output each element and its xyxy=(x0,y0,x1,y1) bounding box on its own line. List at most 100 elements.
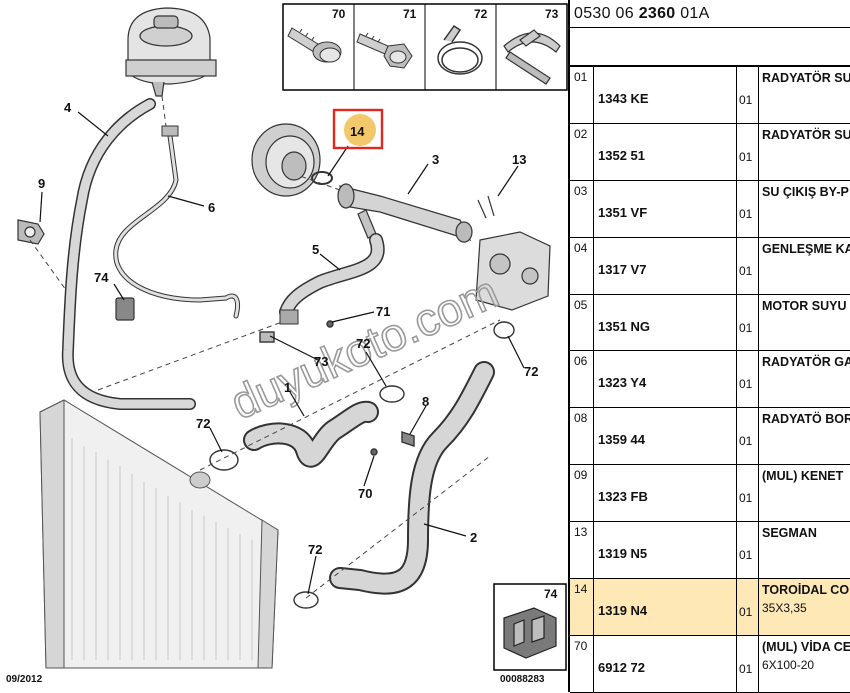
small-fasteners xyxy=(209,320,515,609)
part-description: (MUL) VİDA CE 6X100-20 xyxy=(759,636,850,692)
part-description: (MUL) KENET xyxy=(759,465,850,521)
part-code: 1317 V7 xyxy=(594,237,737,294)
row-index: 09 xyxy=(570,465,594,522)
part-code: 1343 KE xyxy=(594,67,737,123)
part-description: SEGMAN xyxy=(759,522,850,578)
part-description-text: RADYATÖR GA xyxy=(762,355,850,370)
part-description: GENLEŞME KA xyxy=(759,238,850,294)
diagram-code: 00088283 xyxy=(500,674,545,685)
callout-72-left: 72 xyxy=(196,416,210,431)
hose-4 xyxy=(61,98,196,410)
clip-73-icon xyxy=(503,29,561,85)
callout-14: 14 xyxy=(350,124,365,139)
callout-71: 71 xyxy=(376,304,390,319)
part-code: 6912 72 xyxy=(594,635,737,692)
part-description: RADYATÖR GA xyxy=(759,351,850,407)
part-description: RADYATÖR SU xyxy=(759,124,850,180)
hose-1 xyxy=(243,400,379,468)
part-qty: 01 xyxy=(737,237,759,294)
callout-2: 2 xyxy=(470,530,477,545)
hose-2 xyxy=(329,361,495,595)
part-description-text: MOTOR SUYU xyxy=(762,298,847,313)
thermostat-housing xyxy=(475,195,551,311)
screw-71-icon xyxy=(356,32,413,69)
part-qty: 01 xyxy=(737,123,759,180)
part-code: 1323 Y4 xyxy=(594,351,737,408)
part-description-text: RADYATÖR SU xyxy=(762,127,850,142)
hose-6 xyxy=(113,125,241,319)
part-description-text: SEGMAN xyxy=(762,526,817,541)
dashed-leaders xyxy=(29,95,501,599)
callout-73: 73 xyxy=(314,354,328,369)
callout-74-left: 74 xyxy=(94,270,109,285)
water-pipe-3 xyxy=(337,183,473,243)
part-description-text: (MUL) VİDA CE xyxy=(762,639,850,654)
part-description-text: GENLEŞME KA xyxy=(762,241,850,256)
part-description: MOTOR SUYU xyxy=(759,295,850,351)
callout-1: 1 xyxy=(284,380,291,395)
radiator xyxy=(39,399,279,669)
part-qty: 01 xyxy=(737,67,759,123)
reference-suffix: 01A xyxy=(675,5,710,22)
part-qty: 01 xyxy=(737,522,759,579)
thumb-label-70: 70 xyxy=(332,7,346,21)
part-description-text: RADYATÖR SU xyxy=(762,71,850,85)
thumb-label-73: 73 xyxy=(545,7,559,21)
part-qty: 01 xyxy=(737,635,759,692)
part-code: 1319 N4 xyxy=(594,579,737,635)
part-description: RADYATÖ BOR xyxy=(759,408,850,464)
hose-clamp-72-icon xyxy=(437,24,483,75)
row-index: 05 xyxy=(570,294,594,351)
part-code: 1351 VF xyxy=(594,180,737,237)
part-description: SU ÇIKIŞ BY-P xyxy=(759,181,850,237)
part-qty: 01 xyxy=(737,465,759,522)
clip-74 xyxy=(115,297,135,321)
exploded-parts-diagram: 70 71 72 73 xyxy=(6,3,568,685)
part-code: 1352 51 xyxy=(594,123,737,180)
hose-5 xyxy=(279,233,385,325)
row-index: 13 xyxy=(570,522,594,579)
clip-9 xyxy=(17,219,45,245)
callout-labels: 14 3 4 6 9 13 5 74 71 73 72 72 1 8 72 70… xyxy=(38,100,538,557)
part-code: 1323 FB xyxy=(594,465,737,522)
thumb-label-71: 71 xyxy=(403,7,417,21)
callout-9: 9 xyxy=(38,176,45,191)
part-spec: 35X3,35 xyxy=(762,601,807,616)
callout-3: 3 xyxy=(432,152,439,167)
callout-72-upper: 72 xyxy=(356,336,370,351)
row-index: 08 xyxy=(570,408,594,465)
reference-prefix: 0530 06 xyxy=(574,5,639,22)
thumb-label-72: 72 xyxy=(474,7,488,21)
row-index: 03 xyxy=(570,180,594,237)
callout-leaders xyxy=(39,111,525,595)
part-code: 1319 N5 xyxy=(594,522,737,579)
part-description: RADYATÖR SU xyxy=(759,67,850,123)
reference-number: 0530 06 2360 01A xyxy=(570,0,850,28)
callout-6: 6 xyxy=(208,200,215,215)
part-qty: 01 xyxy=(737,294,759,351)
clip-74-icon xyxy=(503,607,557,659)
row-index: 01 xyxy=(570,67,594,123)
part-spec: 6X100-20 xyxy=(762,657,815,672)
callout-8: 8 xyxy=(422,394,429,409)
part-qty: 01 xyxy=(737,180,759,237)
table-header-blank xyxy=(570,28,850,67)
water-pump xyxy=(251,123,333,197)
callout-5: 5 xyxy=(312,242,319,257)
callout-4: 4 xyxy=(64,100,72,115)
part-code: 1359 44 xyxy=(594,408,737,465)
callout-13: 13 xyxy=(512,152,526,167)
